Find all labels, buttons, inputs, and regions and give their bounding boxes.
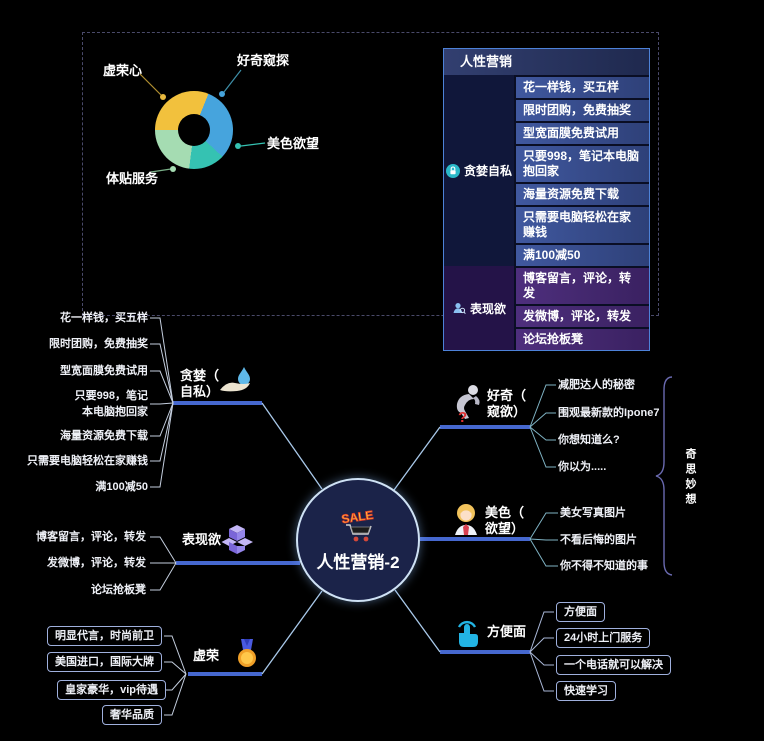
topic-item[interactable]: 满100减50 — [95, 481, 148, 493]
table-group-expression[interactable]: 表现欲 博客留言，评论，转发 发微博，评论，转发 论坛抢板凳 — [444, 266, 649, 350]
topic-item[interactable]: 发微博，评论，转发 — [47, 557, 146, 569]
branch-vanity[interactable]: 虚荣 — [193, 648, 220, 663]
table-row[interactable]: 海量资源免费下载 — [516, 182, 649, 205]
table-group-greed[interactable]: 贪婪自私 花一样钱，买五样 限时团购，免费抽奖 型宽面膜免费试用 只要998，笔… — [444, 75, 649, 266]
press-button-icon — [457, 620, 478, 647]
central-topic-title: 人性营销-2 — [316, 552, 400, 572]
topic-item[interactable]: 24小时上门服务 — [556, 628, 651, 648]
topic-item[interactable]: 你以为..... — [558, 461, 607, 473]
table-group-label: 表现欲 — [469, 301, 506, 316]
topic-item[interactable]: 型宽面膜免费试用 — [60, 365, 148, 377]
table-row[interactable]: 论坛抢板凳 — [516, 327, 649, 350]
branch-convenience[interactable]: 方便面 — [487, 624, 527, 639]
hand-waterdrop-icon — [220, 367, 250, 392]
topic-item[interactable]: 美国进口，国际大牌 — [47, 652, 162, 672]
medal-icon — [238, 639, 256, 667]
cubes-icon — [221, 525, 253, 554]
topic-item[interactable]: 皇家豪华，vip待遇 — [57, 680, 166, 700]
central-topic[interactable]: SALE 人性营销-2 — [296, 478, 420, 602]
topic-item[interactable]: 不看后悔的图片 — [560, 534, 637, 546]
lock-icon — [445, 163, 460, 178]
branch-beauty[interactable]: 美色（ 欲望） — [485, 505, 525, 536]
topic-item[interactable]: 花一样钱，买五样 — [60, 312, 148, 324]
chart-label-beauty: 美色欲望 — [267, 136, 320, 151]
branch-curiosity[interactable]: 好奇（ 窥欲） — [487, 388, 527, 419]
table-row[interactable]: 只要998，笔记本电脑抱回家 — [516, 144, 649, 182]
topic-item[interactable]: 围观最新款的Ipone7 — [558, 407, 660, 419]
topic-item[interactable]: 一个电话就可以解决 — [556, 655, 671, 675]
branch-expression[interactable]: 表现欲 — [182, 532, 222, 547]
chart-label-vanity: 虚荣心 — [103, 63, 143, 78]
topic-item[interactable]: 快速学习 — [556, 681, 616, 701]
topic-item[interactable]: 方便面 — [556, 602, 605, 622]
summary-topic[interactable]: 奇思妙想 — [684, 448, 696, 508]
table-group-label: 贪婪自私 — [463, 164, 512, 178]
overview-frame — [82, 32, 659, 316]
marketing-table[interactable]: 人性营销 贪婪自私 花一样钱，买五样 限时团购，免费抽奖 型宽面膜免费试用 只要… — [443, 48, 650, 351]
table-row[interactable]: 限时团购，免费抽奖 — [516, 98, 649, 121]
topic-item[interactable]: 你想知道么? — [558, 434, 620, 446]
table-row[interactable]: 花一样钱，买五样 — [516, 75, 649, 98]
topic-item[interactable]: 减肥达人的秘密 — [558, 379, 635, 391]
topic-item[interactable]: 海量资源免费下载 — [60, 430, 148, 442]
sale-cart-icon: SALE — [340, 508, 375, 541]
topic-item[interactable]: 限时团购，免费抽奖 — [49, 338, 148, 350]
topic-item[interactable]: 论坛抢板凳 — [91, 584, 146, 596]
topic-item[interactable]: 你不得不知道的事 — [560, 560, 648, 572]
svg-text:?: ? — [458, 409, 467, 424]
table-row[interactable]: 发微博，评论，转发 — [516, 304, 649, 327]
peeking-person-icon: ? — [456, 385, 480, 424]
topic-item[interactable]: 博客留言，评论，转发 — [36, 531, 146, 543]
topic-item[interactable]: 奢华品质 — [102, 705, 162, 725]
chart-label-curiosity: 好奇窥探 — [237, 53, 290, 68]
branch-greed[interactable]: 贪婪（ 自私） — [180, 368, 220, 399]
topic-item[interactable]: 只要998，笔记 本电脑抱回家 — [74, 390, 148, 418]
chart-label-service: 体贴服务 — [106, 171, 159, 186]
donut-hole — [178, 114, 210, 146]
table-row[interactable]: 博客留言，评论，转发 — [516, 266, 649, 304]
topic-item[interactable]: 明显代言，时尚前卫 — [47, 626, 162, 646]
person-magnifier-icon — [453, 303, 466, 314]
svg-text:SALE: SALE — [341, 508, 375, 526]
topic-item[interactable]: 只需要电脑轻松在家赚钱 — [27, 455, 148, 467]
table-row[interactable]: 只需要电脑轻松在家赚钱 — [516, 205, 649, 243]
table-row[interactable]: 满100减50 — [516, 243, 649, 266]
table-title: 人性营销 — [444, 49, 649, 75]
woman-icon — [455, 504, 477, 535]
topic-item[interactable]: 美女写真图片 — [560, 507, 626, 519]
table-row[interactable]: 型宽面膜免费试用 — [516, 121, 649, 144]
